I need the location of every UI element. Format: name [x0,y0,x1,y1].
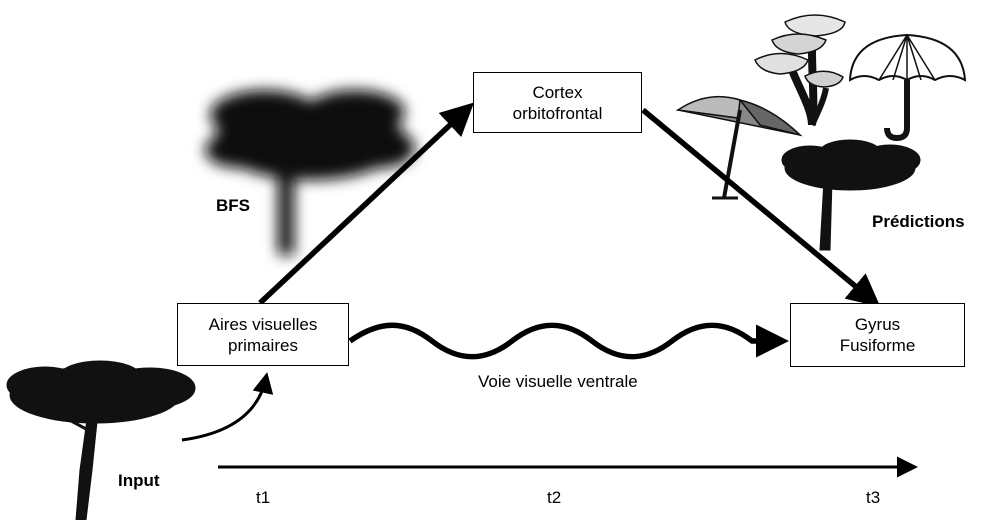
bfs-label: BFS [216,196,250,215]
fusiform-gyrus-box: Gyrus Fusiforme [790,303,965,367]
orbitofrontal-cortex-box: Cortex orbitofrontal [473,72,642,133]
tick-t1: t1 [256,488,271,507]
arrow-ventral-wave [348,322,789,360]
mushroom-icon [754,14,846,127]
umbrella-icon [848,33,967,142]
fusiform-box-line2: Fusiforme [839,336,916,355]
fusiform-box-line1: Gyrus [854,315,901,334]
ofc-box-line2: orbitofrontal [512,103,603,123]
arrow-ofc-to-fusiform [641,107,881,308]
arrow-primary-to-ofc [258,102,475,306]
arrows [181,102,918,478]
predictions-label: Prédictions [872,212,965,231]
primary-box-line2: primaires [228,335,298,355]
tree-icon [6,360,196,520]
primary-box-line1: Aires visuelles [208,314,318,334]
ofc-box-line1: Cortex [532,82,583,102]
ventral-pathway-label: Voie visuelle ventrale [478,372,638,391]
arrow-input-to-primary [181,372,274,442]
prediction-tree-icon [781,139,921,251]
input-label: Input [118,471,160,490]
blurred-tree-icon [205,90,415,255]
parasol-icon [675,95,803,200]
tick-t2: t2 [547,488,562,507]
primary-visual-areas-box: Aires visuelles primaires [177,303,349,366]
tick-t3: t3 [866,488,881,507]
